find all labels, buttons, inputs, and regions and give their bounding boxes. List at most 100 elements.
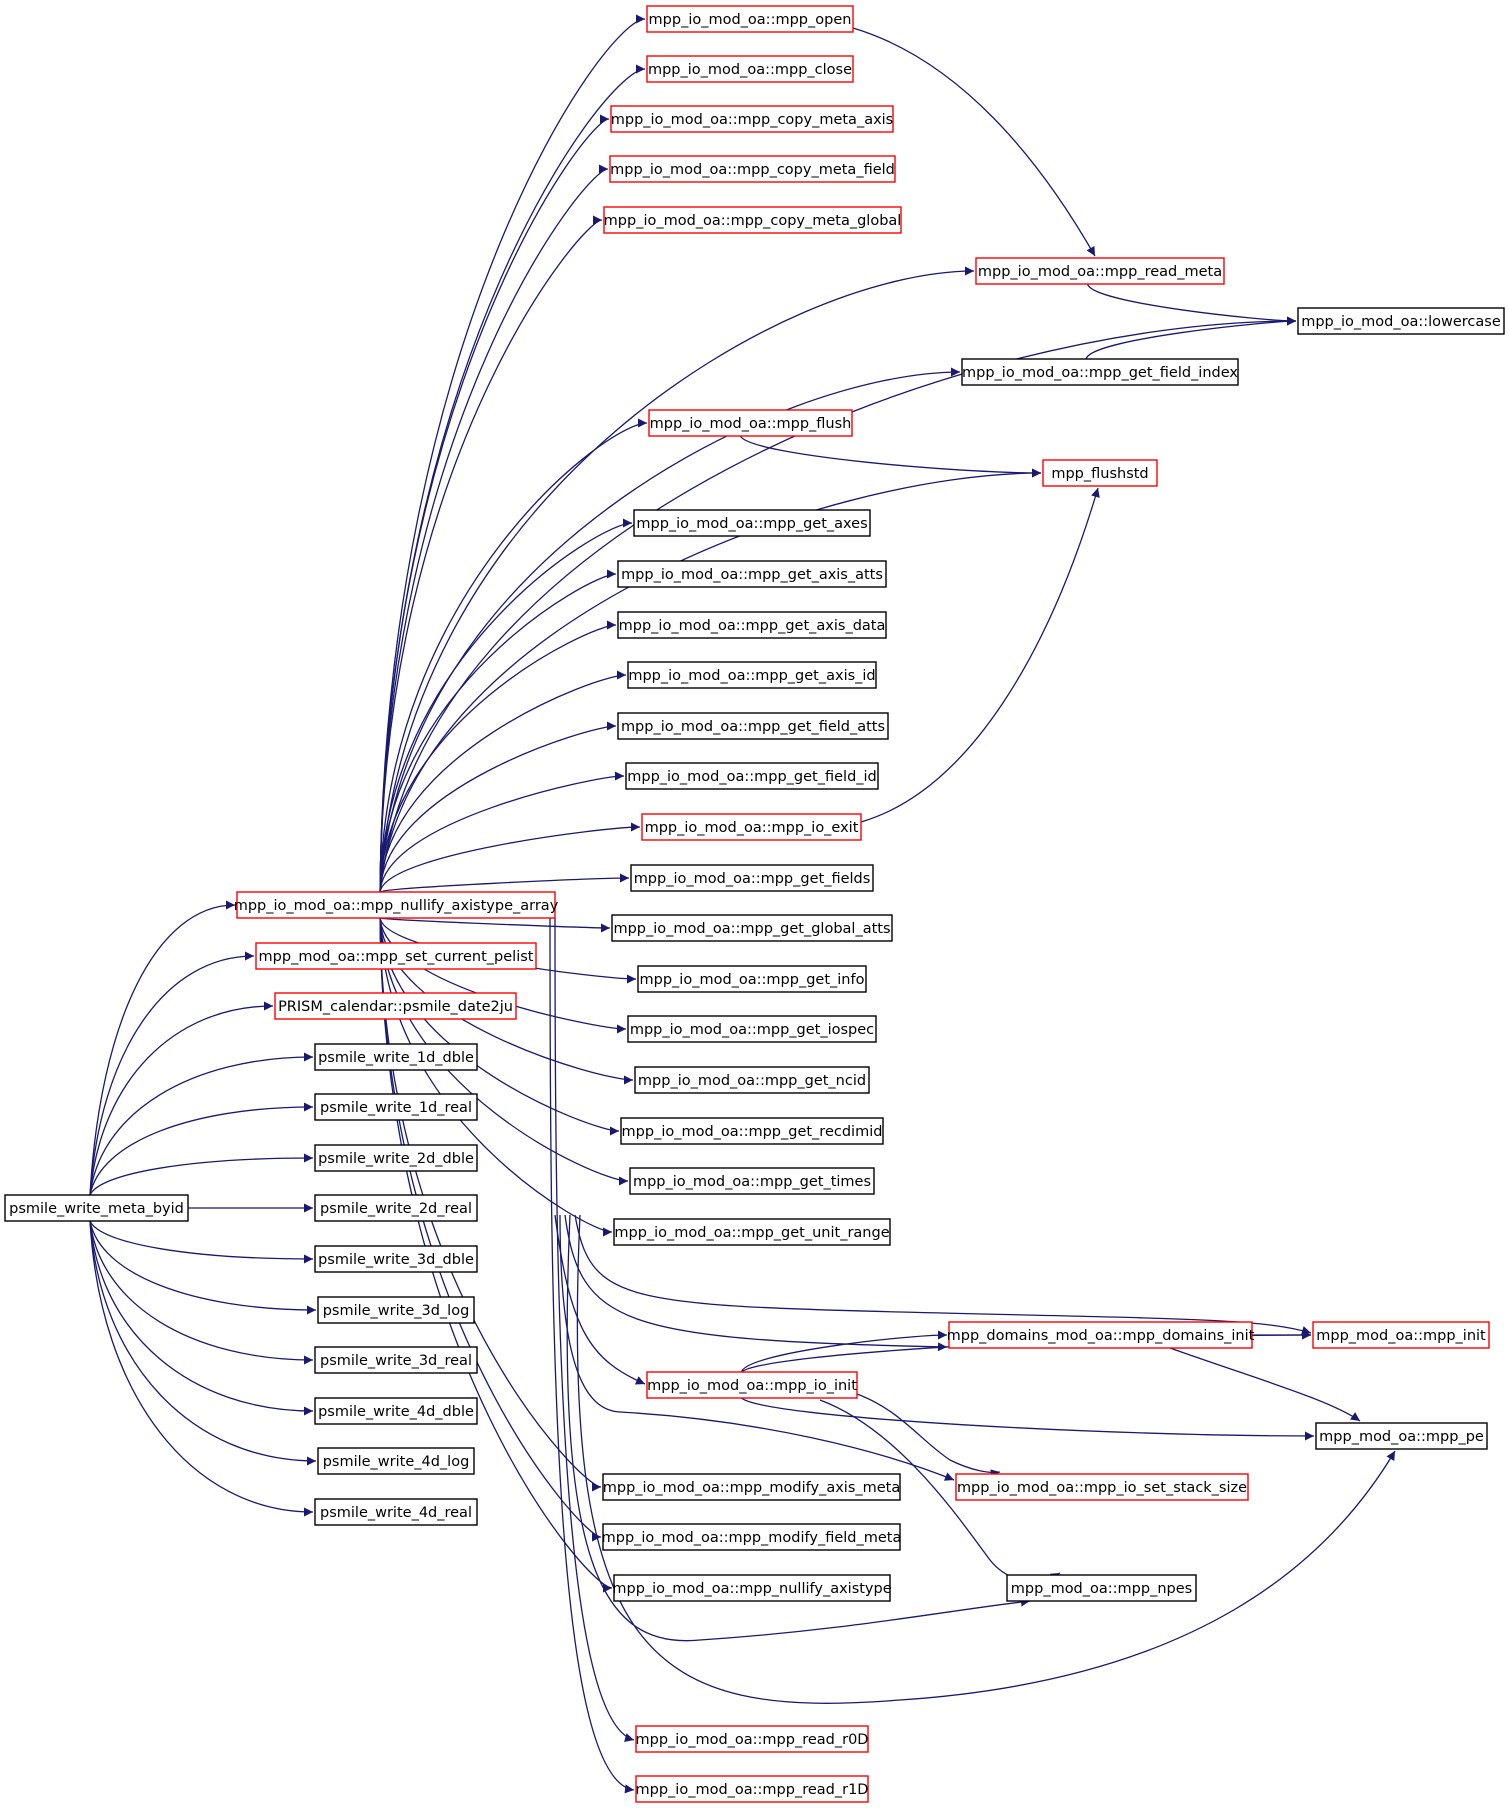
node-w3d_log[interactable]: psmile_write_3d_log bbox=[317, 1296, 475, 1324]
node-label: mpp_io_mod_oa::mpp_io_exit bbox=[645, 820, 859, 836]
node-box bbox=[613, 1574, 891, 1602]
node-get_global_atts[interactable]: mpp_io_mod_oa::mpp_get_global_atts bbox=[611, 914, 893, 942]
node-get_axes[interactable]: mpp_io_mod_oa::mpp_get_axes bbox=[633, 509, 871, 537]
node-box bbox=[4, 1194, 189, 1222]
edge-nullify_array-to-get_axis_data bbox=[379, 620, 617, 893]
node-read_r0D[interactable]: mpp_io_mod_oa::mpp_read_r0D bbox=[635, 1725, 869, 1753]
node-label: mpp_io_mod_oa::mpp_get_axis_data bbox=[619, 618, 886, 634]
edge-nullify_array-to-lowercase bbox=[379, 316, 1297, 893]
node-label: mpp_domains_mod_oa::mpp_domains_init bbox=[947, 1328, 1255, 1344]
edge-root-to-nullify_array bbox=[89, 900, 236, 1196]
node-nullify_axistype[interactable]: mpp_io_mod_oa::mpp_nullify_axistype bbox=[612, 1574, 892, 1602]
node-label: mpp_io_mod_oa::mpp_get_axes bbox=[636, 516, 867, 532]
node-read_meta[interactable]: mpp_io_mod_oa::mpp_read_meta bbox=[975, 257, 1225, 285]
node-box bbox=[611, 914, 893, 942]
node-copy_field[interactable]: mpp_io_mod_oa::mpp_copy_meta_field bbox=[609, 155, 896, 183]
node-box bbox=[955, 1473, 1249, 1501]
node-w4d_real[interactable]: psmile_write_4d_real bbox=[314, 1498, 478, 1526]
node-box bbox=[317, 1447, 475, 1475]
node-get_iospec[interactable]: mpp_io_mod_oa::mpp_get_iospec bbox=[627, 1015, 877, 1043]
edge-nullify_array-to-copy_axis bbox=[379, 114, 610, 893]
node-w2d_dble[interactable]: psmile_write_2d_dble bbox=[314, 1144, 478, 1172]
node-flush[interactable]: mpp_io_mod_oa::mpp_flush bbox=[648, 409, 853, 437]
node-copy_axis[interactable]: mpp_io_mod_oa::mpp_copy_meta_axis bbox=[610, 105, 894, 133]
node-modify_field_meta[interactable]: mpp_io_mod_oa::mpp_modify_field_meta bbox=[602, 1523, 902, 1551]
edge-nullify_array-to-copy_global bbox=[379, 215, 603, 893]
node-get_field_id[interactable]: mpp_io_mod_oa::mpp_get_field_id bbox=[625, 762, 879, 790]
node-copy_global[interactable]: mpp_io_mod_oa::mpp_copy_meta_global bbox=[603, 206, 902, 234]
node-get_info[interactable]: mpp_io_mod_oa::mpp_get_info bbox=[637, 965, 867, 993]
node-box bbox=[314, 1346, 478, 1374]
node-label: mpp_flushstd bbox=[1051, 466, 1148, 482]
node-close[interactable]: mpp_io_mod_oa::mpp_close bbox=[646, 55, 854, 83]
edge-nullify_array-to-get_field_id bbox=[379, 771, 625, 893]
node-box bbox=[630, 864, 874, 892]
node-label: mpp_io_mod_oa::mpp_read_meta bbox=[978, 264, 1222, 280]
node-date2ju[interactable]: PRISM_calendar::psmile_date2ju bbox=[274, 992, 517, 1020]
node-root[interactable]: psmile_write_meta_byid bbox=[4, 1194, 189, 1222]
edge-nullify_array-to-get_field_atts bbox=[379, 721, 617, 893]
edge-root-to-w3d_log bbox=[89, 1220, 317, 1315]
node-flushstd[interactable]: mpp_flushstd bbox=[1042, 459, 1158, 487]
node-get_axis_data[interactable]: mpp_io_mod_oa::mpp_get_axis_data bbox=[617, 611, 887, 639]
node-modify_axis_meta[interactable]: mpp_io_mod_oa::mpp_modify_axis_meta bbox=[602, 1473, 901, 1501]
node-w1d_dble[interactable]: psmile_write_1d_dble bbox=[314, 1043, 478, 1071]
node-box bbox=[603, 206, 902, 234]
node-label: mpp_io_mod_oa::mpp_get_global_atts bbox=[613, 921, 890, 937]
node-get_fields[interactable]: mpp_io_mod_oa::mpp_get_fields bbox=[630, 864, 874, 892]
edge-root-to-date2ju bbox=[89, 1001, 274, 1196]
edge-nullify_array-to-read_meta bbox=[379, 266, 975, 893]
node-io_exit[interactable]: mpp_io_mod_oa::mpp_io_exit bbox=[641, 813, 862, 841]
node-box bbox=[629, 1167, 875, 1195]
node-w4d_log[interactable]: psmile_write_4d_log bbox=[317, 1447, 475, 1475]
node-w1d_real[interactable]: psmile_write_1d_real bbox=[314, 1093, 478, 1121]
node-box bbox=[648, 409, 853, 437]
node-label: mpp_io_mod_oa::mpp_get_axis_atts bbox=[621, 567, 883, 583]
node-get_unit_range[interactable]: mpp_io_mod_oa::mpp_get_unit_range bbox=[613, 1218, 891, 1246]
node-w3d_real[interactable]: psmile_write_3d_real bbox=[314, 1346, 478, 1374]
node-get_field_atts[interactable]: mpp_io_mod_oa::mpp_get_field_atts bbox=[617, 712, 889, 740]
edge-io_init-to-domains_init bbox=[740, 1330, 948, 1373]
edge-nullify_array-to-set_stack_size bbox=[559, 1214, 955, 1481]
node-io_init[interactable]: mpp_io_mod_oa::mpp_io_init bbox=[646, 1371, 858, 1399]
node-label: mpp_mod_oa::mpp_npes bbox=[1011, 1581, 1192, 1597]
node-box bbox=[634, 1066, 870, 1094]
node-box bbox=[627, 661, 877, 689]
node-label: mpp_io_mod_oa::mpp_get_field_index bbox=[962, 365, 1238, 381]
node-read_r1D[interactable]: mpp_io_mod_oa::mpp_read_r1D bbox=[635, 1775, 869, 1803]
node-label: mpp_io_mod_oa::mpp_nullify_axistype_arra… bbox=[234, 898, 559, 914]
node-label: mpp_io_mod_oa::mpp_modify_field_meta bbox=[602, 1530, 902, 1546]
node-w4d_dble[interactable]: psmile_write_4d_dble bbox=[314, 1397, 478, 1425]
node-mpp_npes[interactable]: mpp_mod_oa::mpp_npes bbox=[1006, 1574, 1197, 1602]
node-label: psmile_write_2d_dble bbox=[318, 1151, 474, 1167]
node-lowercase[interactable]: mpp_io_mod_oa::lowercase bbox=[1297, 307, 1505, 335]
node-get_axis_atts[interactable]: mpp_io_mod_oa::mpp_get_axis_atts bbox=[617, 560, 887, 588]
nodes-layer: psmile_write_meta_byidmpp_io_mod_oa::mpp… bbox=[4, 5, 1505, 1803]
node-mpp_init[interactable]: mpp_mod_oa::mpp_init bbox=[1312, 1321, 1490, 1349]
node-set_stack_size[interactable]: mpp_io_mod_oa::mpp_io_set_stack_size bbox=[955, 1473, 1249, 1501]
node-get_axis_id[interactable]: mpp_io_mod_oa::mpp_get_axis_id bbox=[627, 661, 877, 689]
node-box bbox=[314, 1144, 478, 1172]
node-label: psmile_write_4d_dble bbox=[318, 1404, 474, 1420]
node-get_ncid[interactable]: mpp_io_mod_oa::mpp_get_ncid bbox=[634, 1066, 870, 1094]
node-label: mpp_io_mod_oa::mpp_get_ncid bbox=[638, 1073, 866, 1089]
node-label: mpp_io_mod_oa::mpp_read_r0D bbox=[636, 1732, 869, 1748]
node-w3d_dble[interactable]: psmile_write_3d_dble bbox=[314, 1245, 478, 1273]
edge-nullify_array-to-open bbox=[379, 14, 646, 893]
node-label: psmile_write_1d_dble bbox=[318, 1050, 474, 1066]
node-box bbox=[633, 509, 871, 537]
node-open[interactable]: mpp_io_mod_oa::mpp_open bbox=[646, 5, 854, 33]
node-mpp_pe[interactable]: mpp_mod_oa::mpp_pe bbox=[1315, 1422, 1488, 1450]
node-get_recdimid[interactable]: mpp_io_mod_oa::mpp_get_recdimid bbox=[620, 1117, 884, 1145]
node-nullify_array[interactable]: mpp_io_mod_oa::mpp_nullify_axistype_arra… bbox=[234, 891, 559, 919]
node-get_times[interactable]: mpp_io_mod_oa::mpp_get_times bbox=[629, 1167, 875, 1195]
node-label: psmile_write_3d_dble bbox=[318, 1252, 474, 1268]
node-w2d_real[interactable]: psmile_write_2d_real bbox=[314, 1194, 478, 1222]
node-domains_init[interactable]: mpp_domains_mod_oa::mpp_domains_init bbox=[947, 1321, 1255, 1349]
node-label: mpp_io_mod_oa::mpp_get_times bbox=[633, 1174, 871, 1190]
node-box bbox=[1312, 1321, 1490, 1349]
edge-io_exit-to-flushstd bbox=[860, 487, 1100, 823]
node-get_field_index[interactable]: mpp_io_mod_oa::mpp_get_field_index bbox=[961, 358, 1239, 386]
node-label: PRISM_calendar::psmile_date2ju bbox=[278, 999, 513, 1015]
node-set_current_pelist[interactable]: mpp_mod_oa::mpp_set_current_pelist bbox=[255, 942, 537, 970]
